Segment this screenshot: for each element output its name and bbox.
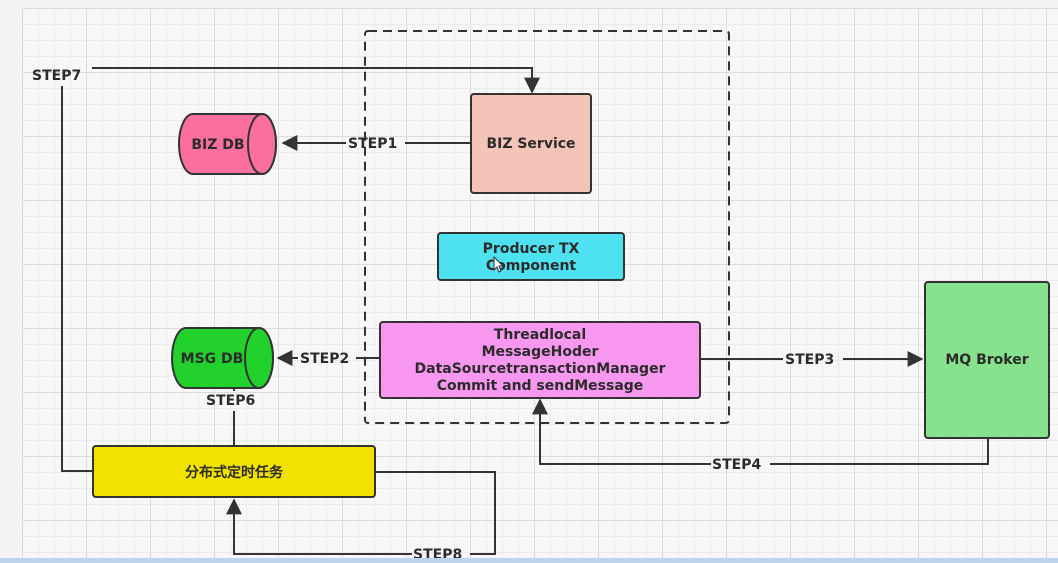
node-msg-db[interactable]: MSG DB	[171, 327, 274, 389]
edge-label-step7: STEP7	[32, 68, 81, 84]
scheduler-label: 分布式定时任务	[185, 464, 284, 481]
node-producer-tx-component[interactable]: Producer TX Component	[437, 232, 625, 281]
transaction-boundary[interactable]	[364, 30, 730, 424]
node-biz-service[interactable]: BIZ Service	[470, 93, 592, 194]
node-mq-broker[interactable]: MQ Broker	[924, 281, 1050, 439]
edge-label-step2: STEP2	[300, 351, 349, 367]
node-threadlocal-manager[interactable]: Threadlocal MessageHoder DataSourcetrans…	[379, 321, 701, 399]
edge-step2[interactable]: STEP2	[276, 350, 379, 367]
edge-step4[interactable]: STEP4	[532, 398, 989, 473]
threadlocal-line-2: MessageHoder	[482, 344, 599, 360]
producer-tx-line-2: Component	[486, 258, 577, 274]
threadlocal-line-1: Threadlocal	[494, 327, 586, 343]
mouse-cursor-icon	[493, 255, 505, 273]
edge-step3[interactable]: STEP3	[700, 351, 924, 368]
node-biz-db[interactable]: BIZ DB	[178, 113, 277, 175]
taskbar-strip	[0, 558, 1058, 563]
node-distributed-scheduler[interactable]: 分布式定时任务	[92, 445, 376, 498]
edge-label-step6: STEP6	[206, 393, 255, 409]
edge-label-step1: STEP1	[348, 136, 397, 152]
biz-db-label: BIZ DB	[191, 137, 244, 153]
edge-label-step4: STEP4	[712, 457, 761, 473]
mq-broker-label: MQ Broker	[945, 352, 1028, 368]
edge-label-step3: STEP3	[785, 352, 834, 368]
msg-db-label: MSG DB	[181, 351, 244, 367]
threadlocal-line-3: DataSourcetransactionManager	[415, 361, 666, 377]
edge-step7[interactable]: STEP7	[32, 67, 540, 472]
threadlocal-line-4: Commit and sendMessage	[437, 378, 644, 394]
biz-service-label: BIZ Service	[486, 136, 575, 152]
edge-step1[interactable]: STEP1	[281, 135, 470, 152]
producer-tx-line-1: Producer TX	[483, 241, 580, 257]
edge-step6[interactable]: STEP6	[206, 388, 255, 445]
